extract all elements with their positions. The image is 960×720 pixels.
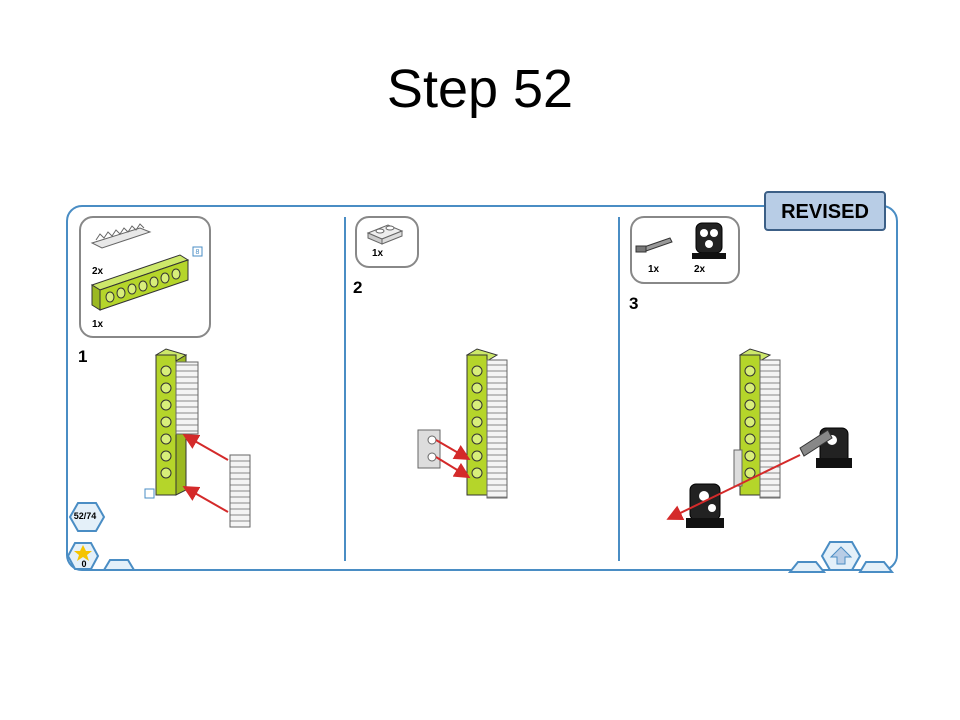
part-qty-axle: 1x [648,264,660,275]
page-counter[interactable]: 52/74 [73,511,97,521]
step-2-plate [417,429,441,469]
step-3-connector-left [686,483,724,528]
prev-icon [787,561,827,573]
part-qty-connector: 2x [694,264,706,275]
step-2-model [417,348,508,499]
step-number-3: 3 [629,294,639,313]
star-icon [66,542,100,570]
step-3-model [686,348,852,528]
step-1-loose-rack [229,454,251,528]
revised-badge: REVISED [764,191,886,231]
slide-title: Step 52 [386,59,574,119]
star-count[interactable]: 0 [81,559,87,569]
part-qty-technic-beam: 1x [92,319,104,330]
part-technic-beam-image [90,254,190,311]
part-axle-image [635,237,673,253]
length-tag-text: 8 [196,249,200,256]
assembly-arrow-3 [666,454,801,520]
assembly-arrow-1a [182,434,229,461]
step-number-1: 1 [78,347,88,366]
assembly-arrow-2b [435,456,471,479]
part-gear-rack-image [90,223,152,249]
extra-hex-icon [102,559,136,571]
step-1-model [154,348,199,496]
next-icon [858,561,895,573]
length-tag-box [192,246,203,257]
part-qty-gear-rack: 2x [92,266,104,277]
step-divider-1 [344,217,346,561]
part-qty-plate: 1x [372,248,384,259]
page-counter-icon [68,502,106,532]
step-3-connector-right [799,427,852,468]
step-number-2: 2 [353,278,363,297]
home-icon [820,541,862,571]
assembly-arrow-1b [182,486,229,513]
assembly-arrow-2a [435,439,471,461]
part-plate-image [366,224,404,245]
step-divider-2 [618,217,620,561]
part-connector-image [692,222,726,259]
